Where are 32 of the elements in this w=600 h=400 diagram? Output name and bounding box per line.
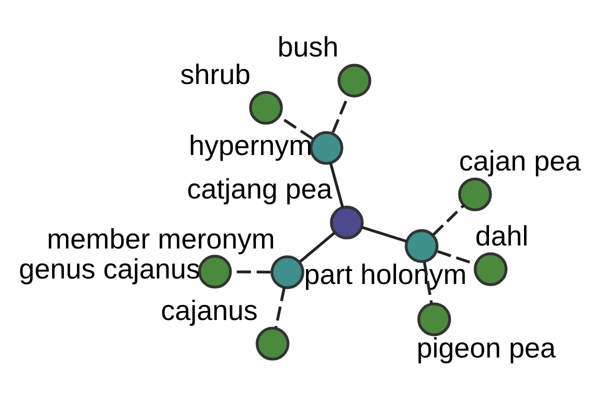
- node-circle: [404, 229, 438, 263]
- node-label: pigeon pea: [416, 332, 556, 364]
- connector: [274, 287, 286, 328]
- node-circle: [249, 90, 283, 125]
- node-circle: [198, 254, 232, 289]
- node-label: cajan pea: [459, 146, 581, 177]
- connector: [278, 115, 314, 140]
- node-label: genus cajanus: [18, 254, 200, 285]
- connector: [329, 162, 344, 208]
- connector: [422, 261, 433, 304]
- node-label: cajanus: [160, 294, 258, 326]
- connector: [299, 232, 336, 263]
- connector: [332, 94, 350, 133]
- node-circle: [458, 178, 492, 212]
- connector: [362, 226, 407, 243]
- node-label: dahl: [475, 220, 528, 252]
- node-circle: [417, 302, 452, 336]
- node-label: shrub: [180, 58, 251, 90]
- node-label: member meronym: [46, 223, 275, 254]
- node-circle: [330, 206, 364, 240]
- node-circle: [270, 255, 304, 290]
- node-circle: [256, 326, 290, 361]
- node-label: catjang pea: [186, 174, 332, 205]
- node-circle: [474, 252, 508, 286]
- connector: [432, 204, 465, 236]
- node-label: part holonym: [304, 259, 467, 290]
- node-circle: [338, 64, 372, 98]
- connector: [230, 270, 271, 274]
- connector: [437, 250, 476, 266]
- node-label: hypernym: [188, 130, 312, 161]
- node-circle: [310, 131, 344, 165]
- node-label: bush: [278, 32, 339, 63]
